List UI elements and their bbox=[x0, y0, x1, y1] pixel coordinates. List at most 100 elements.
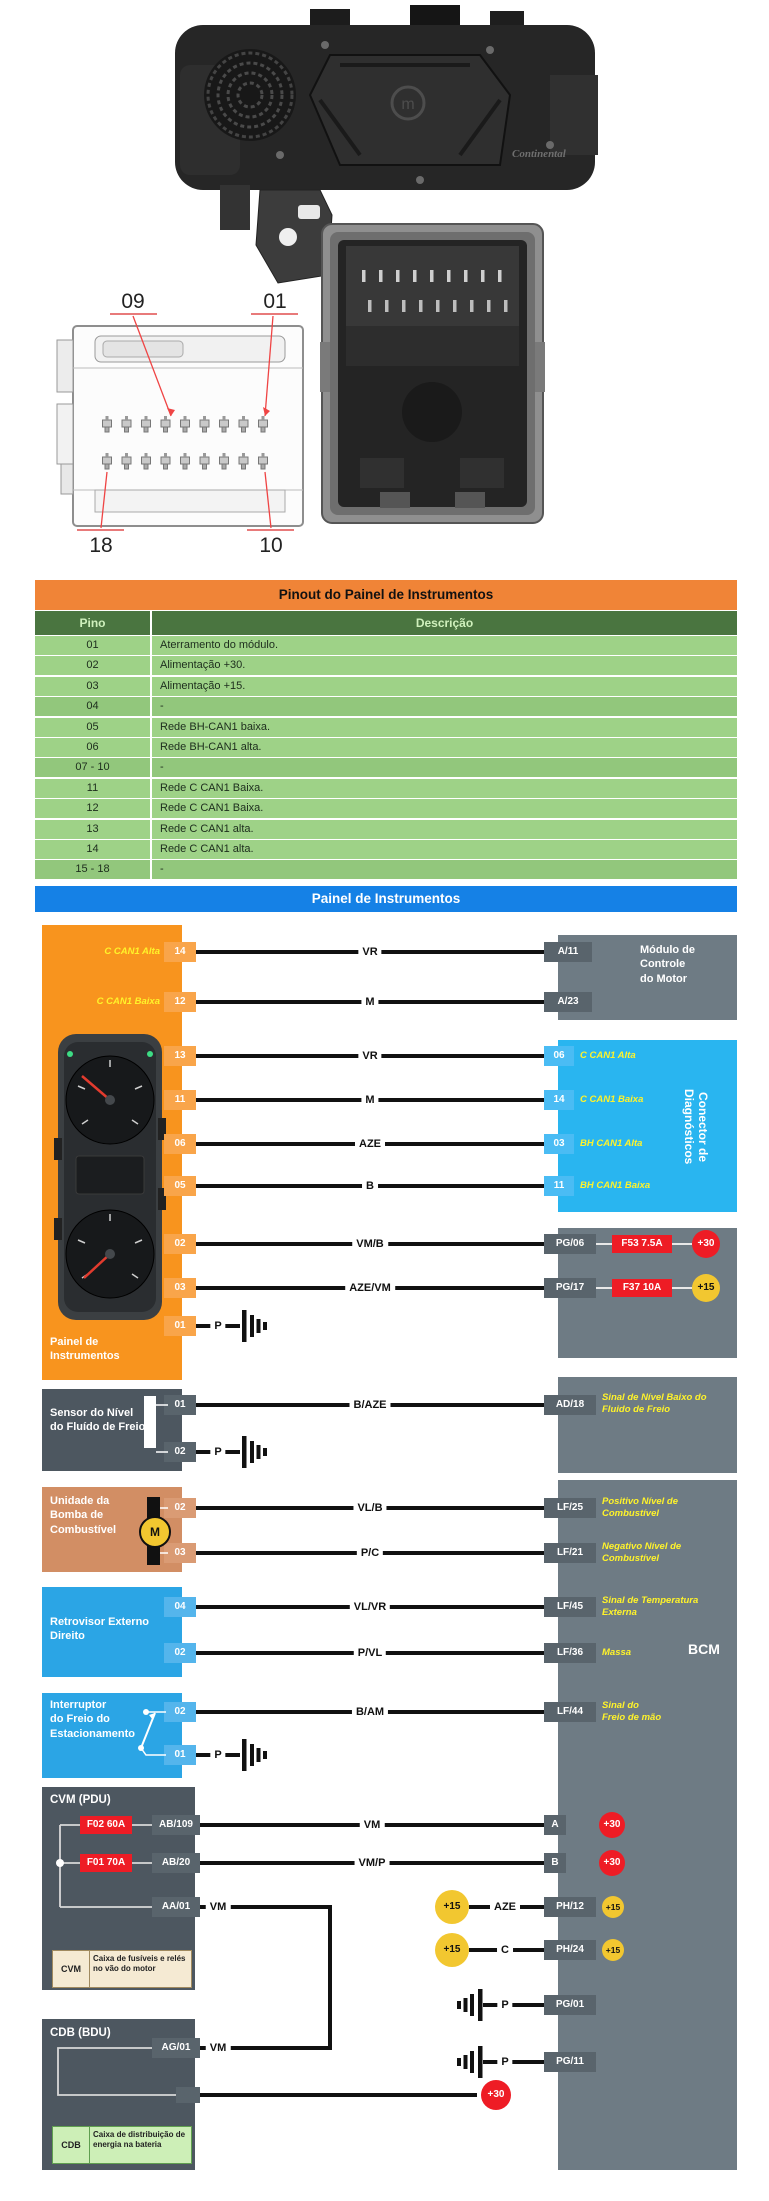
cell-pino: 04 bbox=[35, 697, 152, 717]
cell-descricao: - bbox=[160, 761, 164, 774]
wire-label: AZE bbox=[490, 1901, 520, 1913]
painel-pin-13: 13 bbox=[164, 1046, 196, 1066]
conector-diagnosticos-box bbox=[558, 1040, 737, 1212]
fusebox-tab-PG-17: PG/17 bbox=[544, 1278, 596, 1298]
wire-vertical-vm bbox=[328, 1907, 332, 2048]
fuse-F37: F37 10A bbox=[612, 1279, 672, 1297]
wire-label: VL/VR bbox=[349, 1601, 391, 1613]
bcm-tab-PH-24: PH/24 bbox=[544, 1940, 596, 1960]
power-+15-right-0: +15 bbox=[602, 1896, 624, 1918]
wire-label: VM/P bbox=[354, 1857, 390, 1869]
wire-label: VL/B bbox=[353, 1502, 387, 1514]
painel-pin-03: 03 bbox=[164, 1278, 196, 1298]
sensor-pin-01: 01 bbox=[164, 1395, 196, 1415]
wire-label: C bbox=[497, 1944, 513, 1956]
wire-label: P/C bbox=[356, 1547, 384, 1559]
wire-label: VM bbox=[359, 1819, 385, 1831]
sensor-fluido-freio-box bbox=[42, 1389, 182, 1471]
pinout-table-header: Pino Descrição bbox=[35, 611, 737, 635]
cell-descricao: Rede C CAN1 Baixa. bbox=[160, 781, 264, 794]
cdb-legend-desc: Caixa de distribuição de energia na bate… bbox=[93, 2130, 186, 2149]
power-+30-0: +30 bbox=[692, 1230, 720, 1258]
wire-label: VR bbox=[358, 1050, 382, 1062]
ground-icon bbox=[457, 2046, 483, 2078]
power-+15-1: +15 bbox=[692, 1274, 720, 1302]
bcm-label: BCM bbox=[688, 1641, 720, 1657]
ground-icon bbox=[242, 1310, 267, 1342]
retrovisor-box bbox=[42, 1587, 182, 1677]
wire-P-PG-01 bbox=[483, 2003, 544, 2007]
bomba-pin-02: 02 bbox=[164, 1498, 196, 1518]
painel-box-label: Painel de Instrumentos bbox=[50, 1336, 120, 1363]
conector-signal-0: C CAN1 Alta bbox=[580, 1050, 636, 1061]
wire-label: VR bbox=[358, 946, 382, 958]
conector-signal-2: BH CAN1 Alta bbox=[580, 1138, 643, 1149]
wire-label: B/AZE bbox=[349, 1399, 391, 1411]
table-row: 14 Rede C CAN1 alta. bbox=[35, 840, 737, 860]
ad18-signal: Sinal de Nível Baixo do Fluido de Freio bbox=[602, 1392, 707, 1415]
cdb-tab-AG-01: AG/01 bbox=[152, 2038, 200, 2058]
table-row: 07 - 10- bbox=[35, 758, 737, 779]
retro-pin-02: 02 bbox=[164, 1643, 196, 1663]
wire-label: P bbox=[210, 1749, 226, 1761]
inter-pin-02: 02 bbox=[164, 1702, 196, 1722]
column-header-pino: Pino bbox=[35, 611, 152, 635]
wire-label: AZE/VM bbox=[345, 1282, 395, 1294]
ground-icon bbox=[242, 1739, 267, 1771]
conector-box-label: Conector de Diagnósticos bbox=[682, 1089, 710, 1165]
pin-label-01: 01 bbox=[263, 290, 286, 313]
wire-label: B bbox=[362, 1180, 378, 1192]
conector-signal-3: BH CAN1 Baixa bbox=[580, 1180, 651, 1191]
bcm-signal-LF-44: Sinal do Freio de mão bbox=[602, 1700, 662, 1723]
retrovisor-box-label: Retrovisor Externo Direito bbox=[50, 1616, 150, 1643]
wire-label: P bbox=[497, 2056, 513, 2068]
cell-descricao: Aterramento do módulo. bbox=[160, 639, 279, 651]
wire-label: M bbox=[361, 1094, 379, 1106]
painel-pin-02: 02 bbox=[164, 1234, 196, 1254]
bcm-signal-LF-25: Positivo Nível de Combustível bbox=[602, 1496, 679, 1519]
power-+15-right-1: +15 bbox=[602, 1939, 624, 1961]
svg-text:m: m bbox=[401, 96, 414, 113]
cell-pino: 14 bbox=[35, 840, 152, 859]
modulo-tab-A/11: A/11 bbox=[544, 942, 592, 962]
bcm-tab-B: B bbox=[544, 1853, 566, 1873]
inter-pin-01: 01 bbox=[164, 1745, 196, 1765]
power-+30-bcm0: +30 bbox=[599, 1812, 625, 1838]
sensor-box-label: Sensor do Nível do Fluído de Freio bbox=[50, 1407, 146, 1434]
cell-pino: 07 - 10 bbox=[35, 758, 152, 778]
cell-descricao: Alimentação +15. bbox=[160, 679, 246, 692]
table-row: 04- bbox=[35, 697, 737, 718]
wire-VM-aa01 bbox=[200, 1905, 332, 1909]
bomba-pin-03: 03 bbox=[164, 1543, 196, 1563]
cdb-box-label: CDB (BDU) bbox=[50, 2027, 111, 2039]
ad18-tab: AD/18 bbox=[544, 1395, 596, 1415]
svg-text:Continental: Continental bbox=[512, 148, 567, 160]
painel-pin-14: 14 bbox=[164, 942, 196, 962]
modulo-box-label: Módulo de Controle do Motor bbox=[640, 944, 695, 985]
instrument-cluster-rear-photo: m Continental bbox=[175, 5, 598, 284]
cell-descricao: Alimentação +30. bbox=[160, 659, 246, 672]
painel-pin-05: 05 bbox=[164, 1176, 196, 1196]
cell-descricao: Rede C CAN1 alta. bbox=[160, 843, 254, 855]
bcm-tab-A: A bbox=[544, 1815, 566, 1835]
wire-label: M bbox=[361, 996, 379, 1008]
sensor-pin-02: 02 bbox=[164, 1442, 196, 1462]
table-row: 15 - 18- bbox=[35, 860, 737, 881]
bcm-signal-LF-45: Sinal de Temperatura Externa bbox=[602, 1595, 699, 1618]
conector-tab-06: 06 bbox=[544, 1046, 574, 1066]
wire-label: P/VL bbox=[353, 1647, 387, 1659]
pinout-table-title: Pinout do Painel de Instrumentos bbox=[35, 580, 737, 610]
wire-label: AZE bbox=[355, 1138, 385, 1150]
bcm-tab-PG-01: PG/01 bbox=[544, 1995, 596, 2015]
motor-symbol: M bbox=[139, 1516, 171, 1548]
fusebox-tab-PG-06: PG/06 bbox=[544, 1234, 596, 1254]
